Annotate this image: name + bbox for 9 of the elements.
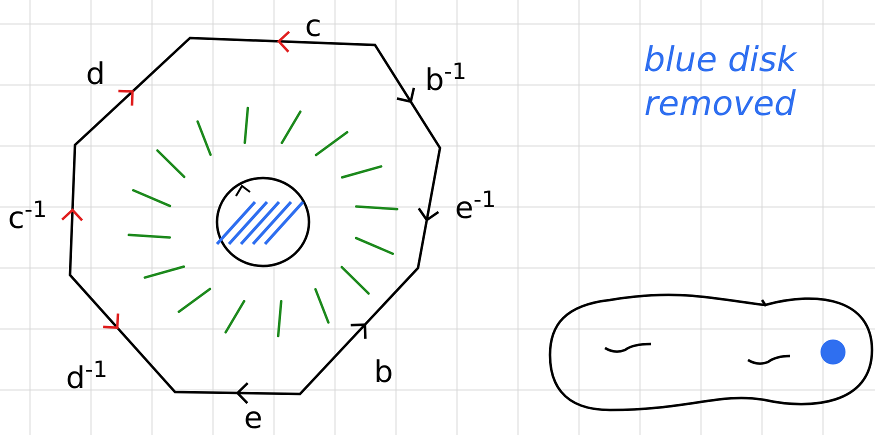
side-label: c [305, 8, 322, 46]
side-label: e$^{-1}$ [455, 186, 496, 228]
side-label: b$^{-1}$ [425, 58, 466, 100]
side-label: d$^{-1}$ [66, 356, 108, 398]
side-label: c$^{-1}$ [8, 196, 47, 238]
note-text: blue disk removed [642, 39, 798, 126]
side-label: d [86, 56, 106, 94]
side-label: b [374, 354, 394, 392]
side-label: e [244, 400, 262, 435]
